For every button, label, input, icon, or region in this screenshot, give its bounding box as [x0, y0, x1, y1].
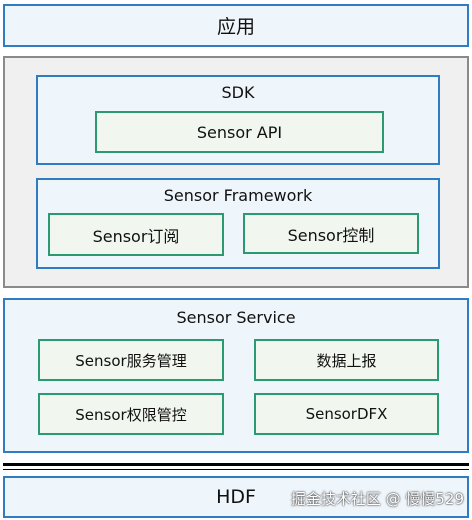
watermark-text: 掘金技术社区 @ 慢慢529 [290, 490, 464, 508]
service-mgmt-box: Sensor服务管理 [38, 339, 224, 381]
hdf-layer: HDF [3, 476, 469, 518]
service-mgmt-label: Sensor服务管理 [75, 351, 187, 370]
permission-box: Sensor权限管控 [38, 393, 224, 435]
framework-title: Sensor Framework [163, 186, 313, 205]
permission-label: Sensor权限管控 [75, 405, 187, 424]
app-layer-label: 应用 [216, 16, 255, 38]
data-report-label: 数据上报 [316, 351, 377, 370]
divider-line-thin [3, 469, 469, 470]
sensor-api-box: Sensor API [95, 111, 384, 153]
sdk-title: SDK [221, 83, 255, 102]
sensor-api-label: Sensor API [196, 122, 283, 142]
sensor-control-label: Sensor控制 [287, 225, 375, 245]
data-report-box: 数据上报 [254, 339, 439, 381]
dfx-label: SensorDFX [305, 405, 388, 423]
app-layer: 应用 [3, 4, 469, 47]
dfx-box: SensorDFX [254, 393, 439, 435]
hdf-label: HDF [216, 486, 256, 508]
service-title: Sensor Service [176, 308, 296, 327]
sensor-control-box: Sensor控制 [243, 213, 419, 254]
divider-line-thick [3, 463, 469, 466]
sensor-subscribe-label: Sensor订阅 [92, 226, 180, 246]
sensor-subscribe-box: Sensor订阅 [48, 213, 224, 256]
